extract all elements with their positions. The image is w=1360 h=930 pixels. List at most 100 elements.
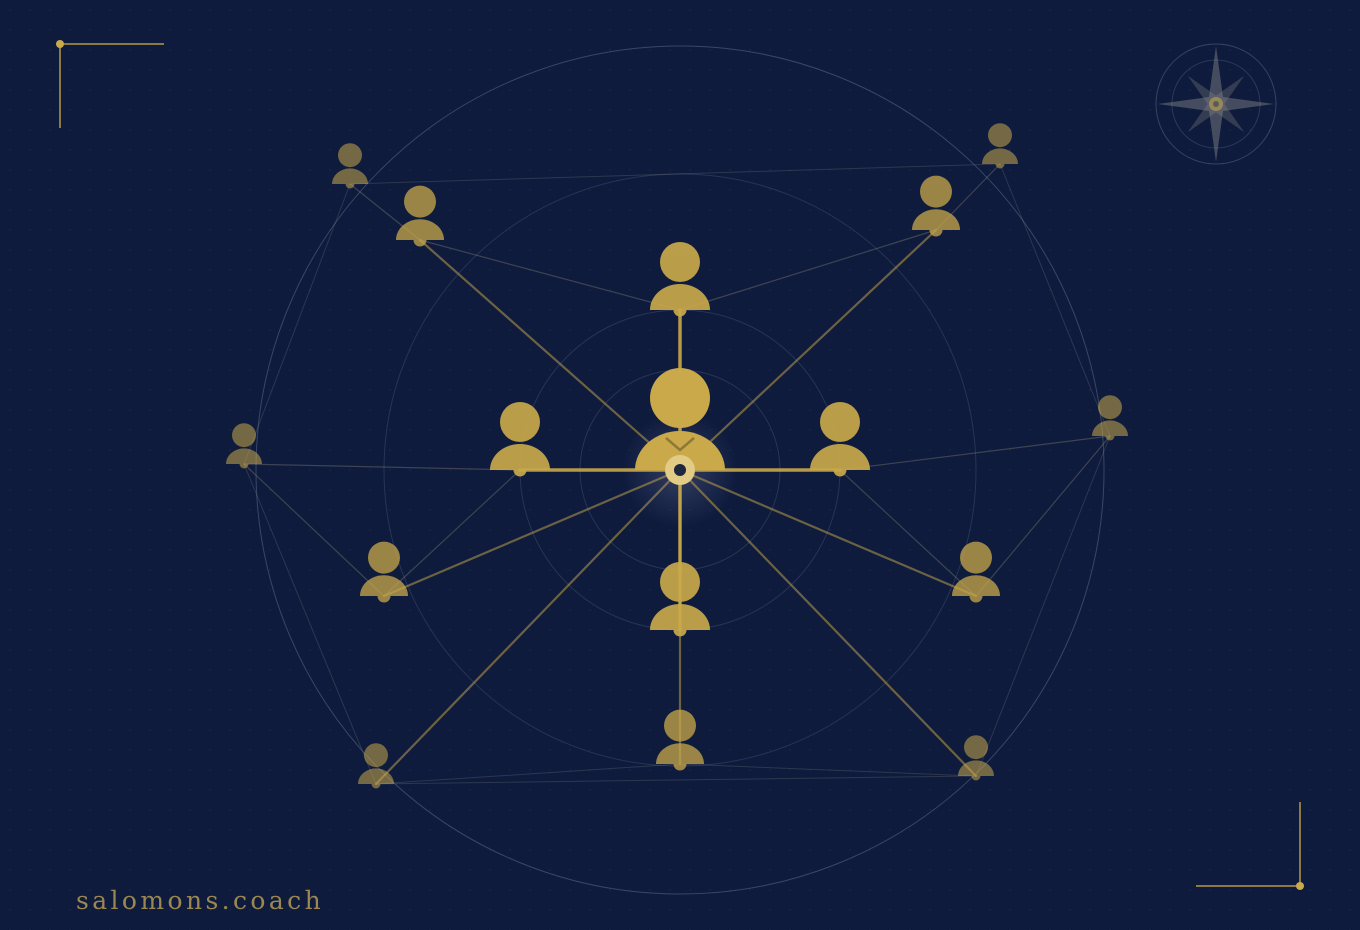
person-body-icon [982,148,1018,164]
person-node-mid-upper-left [396,185,444,247]
link-inner-top-to-mid-upper-left [419,239,681,311]
anchor-dot [1105,431,1115,441]
person-head-icon [660,242,700,282]
person-node-outer-top-right [982,123,1018,169]
anchor-dot [371,779,381,789]
person-head-icon [232,423,256,448]
person-node-inner-right [810,402,870,477]
person-node-inner-left [490,402,550,477]
person-head-icon [960,541,992,574]
link-mid-lower-left-to-outer-left [243,463,385,597]
person-body-icon [332,168,368,184]
person-head-icon [820,402,860,442]
anchor-dot [969,589,983,603]
people-nodes [226,123,1128,789]
compass-center-dot [1213,101,1219,107]
corner-bracket-top-left [56,40,164,128]
anchor-dot [929,223,943,237]
link-center-to-outer-bottom-right [678,468,978,778]
person-head-icon [660,562,700,602]
person-head-icon [338,143,362,168]
hub-dot-core [674,464,686,476]
anchor-dot [345,179,355,189]
anchor-dot [673,303,687,317]
anchor-dot [513,463,527,477]
link-outer-top-left-to-outer-top-right [349,163,1001,185]
person-node-outer-bottom-right [958,735,994,781]
corner-bracket-bottom-right [1196,802,1304,890]
person-node-outer-bottom-left [358,743,394,789]
person-head-icon [404,185,436,218]
link-outer-bottom-left-to-mid-bottom [375,763,681,785]
person-body-icon [396,219,444,240]
person-body-icon [650,284,710,310]
person-node-outer-left [226,423,262,469]
compass-ring [1155,43,1277,165]
orbit-ring [255,45,1105,895]
person-node-outer-top-left [332,143,368,189]
link-inner-right-to-outer-right [839,435,1111,471]
compass-ring [1171,59,1261,149]
corner-brackets [56,40,1304,890]
anchor-dot [377,589,391,603]
bracket-dot [1296,882,1304,890]
person-node-mid-lower-left [360,541,408,603]
anchor-dot [995,159,1005,169]
anchor-dot [413,233,427,247]
person-body-icon [650,604,710,630]
link-center-to-outer-bottom-left [374,468,682,786]
person-head-icon [500,402,540,442]
link-outer-top-right-to-outer-right [999,163,1111,437]
link-center-to-mid-lower-right [678,468,978,598]
person-node-mid-bottom [656,709,704,771]
anchor-dot [673,623,687,637]
person-body-icon [358,768,394,784]
orbit-ring [255,45,1105,895]
hub-chevron-icon [665,437,695,452]
link-center-to-mid-upper-right [678,228,938,472]
link-outer-right-to-outer-bottom-right [975,435,1111,777]
orbit-ring [255,45,1105,895]
link-outer-left-to-outer-bottom-left [243,463,377,785]
link-mid-lower-right-to-outer-right [975,435,1111,597]
link-center-to-mid-upper-left [418,238,682,472]
anchor-dot [673,757,687,771]
person-body-icon [958,760,994,776]
person-head-icon [1098,395,1122,420]
brand-wordmark: salomons.coach [76,886,325,915]
link-center-to-mid-lower-left [382,468,682,598]
bracket-line [1196,802,1301,887]
person-body-icon [1092,420,1128,436]
link-outer-top-left-to-outer-left [243,183,351,465]
link-inner-top-to-mid-upper-right [679,229,937,311]
person-node-mid-upper-right [912,175,960,237]
person-body-icon [360,575,408,596]
person-body-icon [912,209,960,230]
bracket-line [59,43,164,128]
person-head-icon [650,368,710,428]
person-head-icon [920,175,952,208]
link-inner-right-to-mid-lower-right [839,469,977,597]
person-head-icon [664,709,696,742]
person-head-icon [364,743,388,768]
link-outer-bottom-left-to-outer-bottom-right [375,775,977,785]
person-node-inner-top [650,242,710,317]
link-inner-left-to-outer-left [243,463,521,471]
person-head-icon [368,541,400,574]
person-body-icon [490,444,550,470]
person-head-icon [988,123,1012,148]
person-node-center [635,368,725,485]
person-body-icon [810,444,870,470]
anchor-dot [971,771,981,781]
person-body-icon [656,743,704,764]
compass-rose-icon [1155,43,1277,165]
anchor-dot [833,463,847,477]
person-node-mid-lower-right [952,541,1000,603]
link-inner-left-to-mid-lower-left [383,469,521,597]
person-head-icon [964,735,988,760]
person-node-inner-bottom [650,562,710,637]
person-body-icon [226,448,262,464]
person-node-outer-right [1092,395,1128,441]
